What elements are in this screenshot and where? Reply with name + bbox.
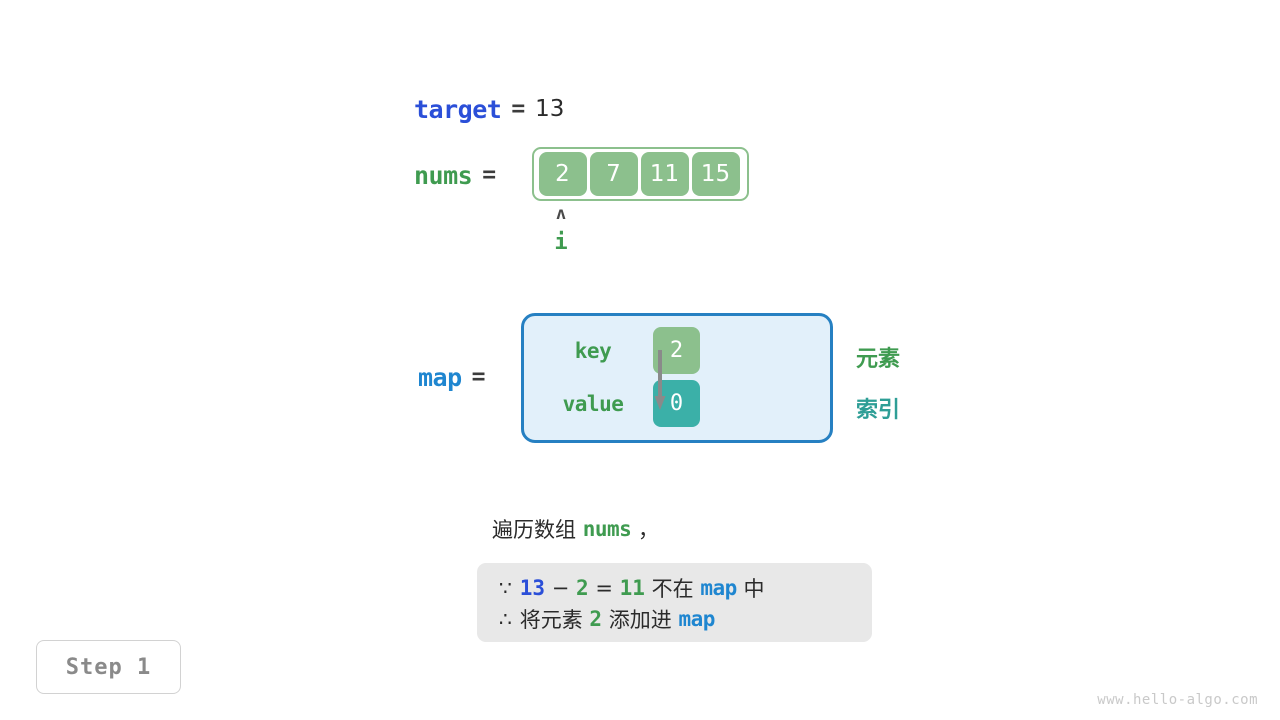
conclusion-text-start: 将元素 <box>519 607 583 632</box>
map-equals-sign: = <box>471 364 486 390</box>
reason-target-value: 13 <box>519 575 546 600</box>
narration-code: nums <box>582 517 632 541</box>
array-cell[interactable]: 11 <box>640 152 689 196</box>
target-label: target <box>414 94 502 124</box>
step-badge: Step 1 <box>36 640 181 694</box>
map-value-label: value <box>562 391 624 416</box>
target-value: 13 <box>535 96 565 122</box>
pointer-index-label: i <box>554 230 568 255</box>
conclusion-text-middle: 添加进 <box>608 607 672 632</box>
map-key-label: key <box>574 338 612 363</box>
nums-equals-sign: = <box>482 162 497 188</box>
map-value-row: value 0 <box>548 380 700 427</box>
reason-text-middle: 不在 <box>651 576 694 601</box>
target-assignment: target = 13 <box>414 92 564 126</box>
array-cell[interactable]: 2 <box>538 152 587 196</box>
map-key-row: key 2 <box>548 327 700 374</box>
reason-line-2: ∴ 将元素 2 添加进 map <box>499 603 850 634</box>
conclusion-value: 2 <box>589 606 603 631</box>
watermark: www.hello-algo.com <box>1097 692 1258 708</box>
map-value-cell[interactable]: 0 <box>653 380 700 427</box>
side-label-element: 元素 <box>856 347 901 372</box>
conclusion-map-code: map <box>678 606 715 631</box>
reason-text-end: 中 <box>743 576 765 601</box>
map-label: map <box>418 362 462 392</box>
narration-suffix: ， <box>637 518 659 542</box>
array-cell[interactable]: 15 <box>691 152 740 196</box>
because-symbol: ∵ <box>499 575 512 600</box>
side-label-index: 索引 <box>856 398 901 423</box>
reason-map-code: map <box>700 575 737 600</box>
target-equals-sign: = <box>511 96 526 122</box>
nums-array-container: 2 7 11 15 <box>532 147 749 201</box>
reason-line-1: ∵ 13 − 2 = 11 不在 map 中 <box>499 572 850 603</box>
narration-line: 遍历数组 nums ， <box>492 514 659 544</box>
nums-assignment: nums = <box>414 158 506 192</box>
map-container: key 2 value 0 <box>521 313 833 443</box>
narration-prefix: 遍历数组 <box>492 518 576 542</box>
therefore-symbol: ∴ <box>499 606 512 631</box>
nums-label: nums <box>414 160 473 190</box>
reason-minus-sign: − <box>551 575 570 600</box>
reason-equals-sign: = <box>595 575 613 600</box>
reason-box: ∵ 13 − 2 = 11 不在 map 中 ∴ 将元素 2 添加进 map <box>477 563 872 642</box>
map-assignment: map = <box>418 360 496 394</box>
array-cell[interactable]: 7 <box>589 152 638 196</box>
map-key-cell[interactable]: 2 <box>653 327 700 374</box>
pointer-caret-icon: ʌ <box>555 204 567 224</box>
reason-complement-value: 11 <box>619 575 645 600</box>
reason-current-value: 2 <box>576 575 589 600</box>
